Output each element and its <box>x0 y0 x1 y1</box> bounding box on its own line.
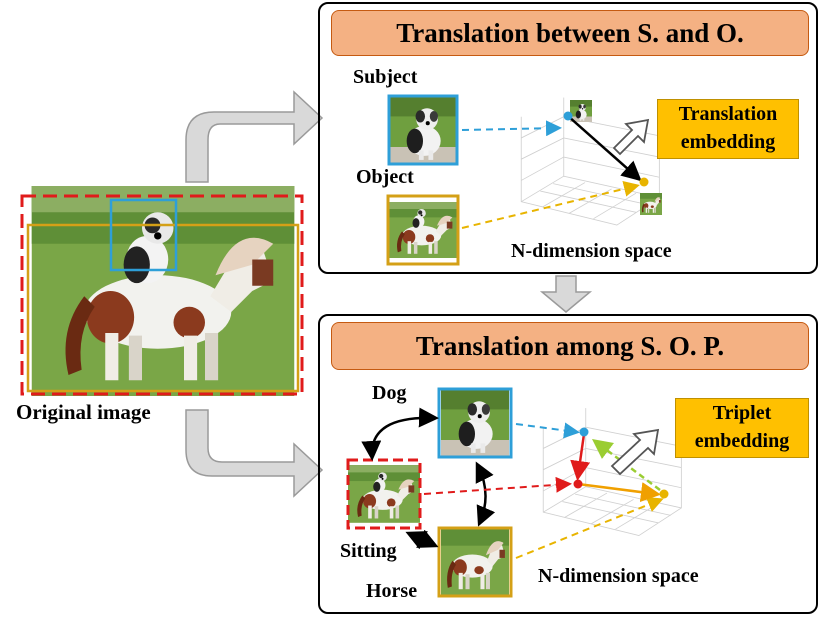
dog-label: Dog <box>372 382 407 404</box>
arrow-to-bottom-panel <box>185 409 324 498</box>
subject-to-predicate-vector <box>570 433 591 481</box>
top-space-label: N-dimension space <box>511 240 672 262</box>
subject-projection-arrow <box>461 120 562 137</box>
bottom-panel <box>318 314 818 614</box>
dog-point <box>579 427 589 437</box>
horse-projection-arrow <box>515 497 664 559</box>
sitting-point <box>573 479 583 489</box>
dog-sitting-link <box>361 407 439 461</box>
subject-bbox <box>109 198 178 272</box>
dog-projection-arrow <box>515 422 580 439</box>
original-image <box>20 186 304 396</box>
object-bbox <box>26 223 300 393</box>
object-point <box>639 177 649 187</box>
object-label: Object <box>356 166 414 188</box>
triplet-embedding-line2: embedding <box>694 430 790 452</box>
arrow-between-panels <box>539 275 593 313</box>
dog-horse-link <box>475 461 496 527</box>
dog-thumbnail <box>437 387 513 459</box>
translation-vector <box>567 115 642 182</box>
arrow-to-top-panel <box>185 90 324 183</box>
object-projection-arrow <box>461 181 640 229</box>
hollow-arrow-top <box>612 118 650 156</box>
bottom-space-label: N-dimension space <box>538 565 699 587</box>
translation-embedding-box: Translation embedding <box>657 99 799 159</box>
translation-embedding-line2: embedding <box>680 131 776 153</box>
triplet-embedding-line1: Triplet <box>712 402 772 424</box>
object-thumbnail <box>386 194 460 266</box>
predicate-bbox <box>20 194 304 396</box>
sitting-projection-arrow <box>423 476 572 495</box>
sitting-horse-link <box>405 529 439 550</box>
subject-point <box>563 111 573 121</box>
sitting-label: Sitting <box>340 540 397 562</box>
bottom-panel-title: Translation among S. O. P. <box>331 322 809 370</box>
top-panel-title: Translation between S. and O. <box>331 10 809 56</box>
translation-embedding-line1: Translation <box>678 103 778 125</box>
subject-label: Subject <box>353 66 418 88</box>
horse-label: Horse <box>366 580 418 602</box>
horse-thumbnail <box>437 526 513 598</box>
horse-point <box>659 489 669 499</box>
original-image-caption: Original image <box>16 400 151 424</box>
hollow-arrow-bottom <box>610 428 660 476</box>
top-panel <box>318 2 818 274</box>
subject-thumbnail <box>387 94 459 166</box>
predicate-to-object-vector <box>577 482 661 503</box>
triplet-embedding-box: Triplet embedding <box>675 398 809 458</box>
